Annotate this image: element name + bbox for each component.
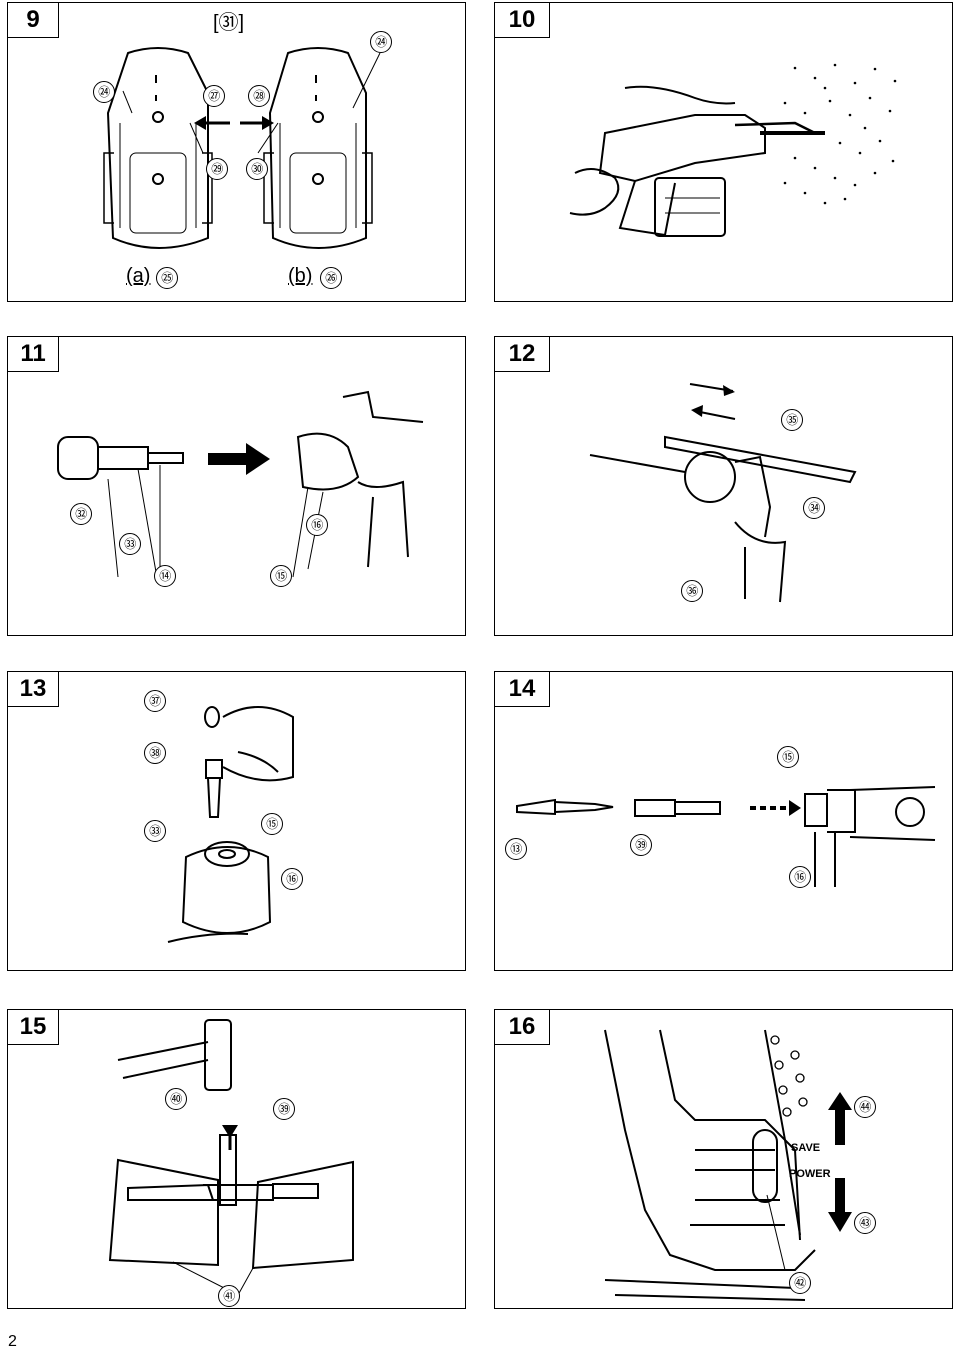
callout-24-right: ㉔ [370,31,392,53]
figure-14-panel: 14 ⑮ ⑬ ㊴ ⑯ [494,671,953,971]
callout-13: ⑬ [505,838,527,860]
callout-39: ㊴ [273,1098,295,1120]
callout-43: ㊸ [854,1212,876,1234]
callout-33: ㉝ [119,533,141,555]
figure-15-panel: 15 ㊵ ㊴ ㊶ [7,1009,466,1309]
power-label: POWER [789,1168,831,1180]
callout-15: ⑮ [777,746,799,768]
callout-15: ⑮ [270,565,292,587]
callout-32: ㉜ [70,503,92,525]
callout-24-left: ㉔ [93,81,115,103]
variant-a-text: (a) [126,265,151,287]
variant-b-label: (b) [288,265,312,288]
callout-36: ㊱ [681,580,703,602]
figure-11-panel: 11 ㉜ ㉝ ⑭ ⑮ ⑯ [7,336,466,636]
save-label: SAVE [791,1142,821,1154]
figure-number: 9 [7,2,59,38]
adapter-insert-illustration [167,706,294,943]
callout-40: ㊵ [165,1088,187,1110]
callout-33: ㉝ [144,820,166,842]
callout-35: ㉟ [781,409,803,431]
page-number: 2 [8,1333,17,1350]
figure-number: 15 [7,1009,59,1045]
callout-26: ㉖ [320,267,342,289]
figure-number: 11 [7,336,59,372]
callout-16: ⑯ [306,514,328,536]
callout-28: ㉘ [248,85,270,107]
chuck-adapter-illustration [57,390,424,578]
callout-42: ㊷ [789,1272,811,1294]
callout-16: ⑯ [789,866,811,888]
figure-10-panel: 10 [494,2,953,302]
figure-top-label: [㉛] [213,12,245,34]
mode-switch-illustration [604,1029,852,1301]
figure-16-panel: 16 SAVE POWER ㊹ ㊸ ㊷ [494,1009,953,1309]
figure-number: 14 [494,671,550,707]
wedge-removal-illustration [108,1019,354,1296]
callout-25: ㉕ [156,267,178,289]
callout-44: ㊹ [854,1096,876,1118]
callout-29: ㉙ [206,158,228,180]
drilling-dust-illustration [569,63,897,237]
callout-16: ⑯ [281,868,303,890]
callout-15: ⑮ [261,813,283,835]
variant-a-label: (a) [126,265,150,288]
callout-39: ㊴ [630,834,652,856]
variant-b-text: (b) [288,265,313,287]
figure-9-panel: 9 [㉛] ㉔ ㉗ ㉘ ㉔ ㉙ ㉚ [7,2,466,302]
callout-37: ㊲ [144,690,166,712]
callout-14: ⑭ [154,565,176,587]
callout-34: ㉞ [803,497,825,519]
figure-12-panel: 12 ㉟ ㉞ ㊱ [494,336,953,636]
bit-insert-illustration [516,786,936,887]
figure-number: 12 [494,336,550,372]
figure-number: 10 [494,2,550,38]
callout-38: ㊳ [144,742,166,764]
callout-41: ㊶ [218,1285,240,1307]
callout-30: ㉚ [246,158,268,180]
depth-gauge-illustration [589,383,857,603]
figure-number: 13 [7,671,59,707]
figure-number: 16 [494,1009,550,1045]
figure-13-panel: 13 ㊲ ㊳ ㉝ ⑮ ⑯ [7,671,466,971]
callout-27: ㉗ [203,85,225,107]
dust-particles [783,63,897,205]
battery-handle-illustration [103,47,381,249]
